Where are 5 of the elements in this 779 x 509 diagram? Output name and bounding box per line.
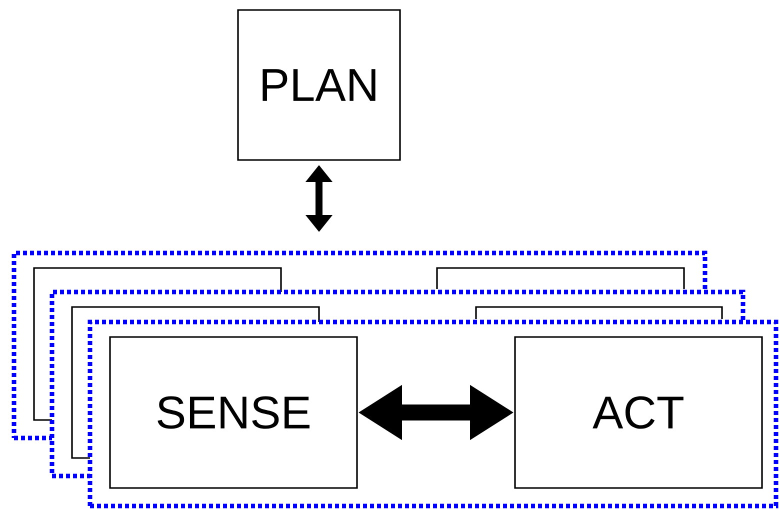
process-box: PLAN [237, 9, 401, 161]
back-box [475, 306, 723, 319]
back-box [436, 267, 685, 289]
process-box: SENSE [109, 336, 358, 489]
process-box: ACT [514, 336, 763, 489]
